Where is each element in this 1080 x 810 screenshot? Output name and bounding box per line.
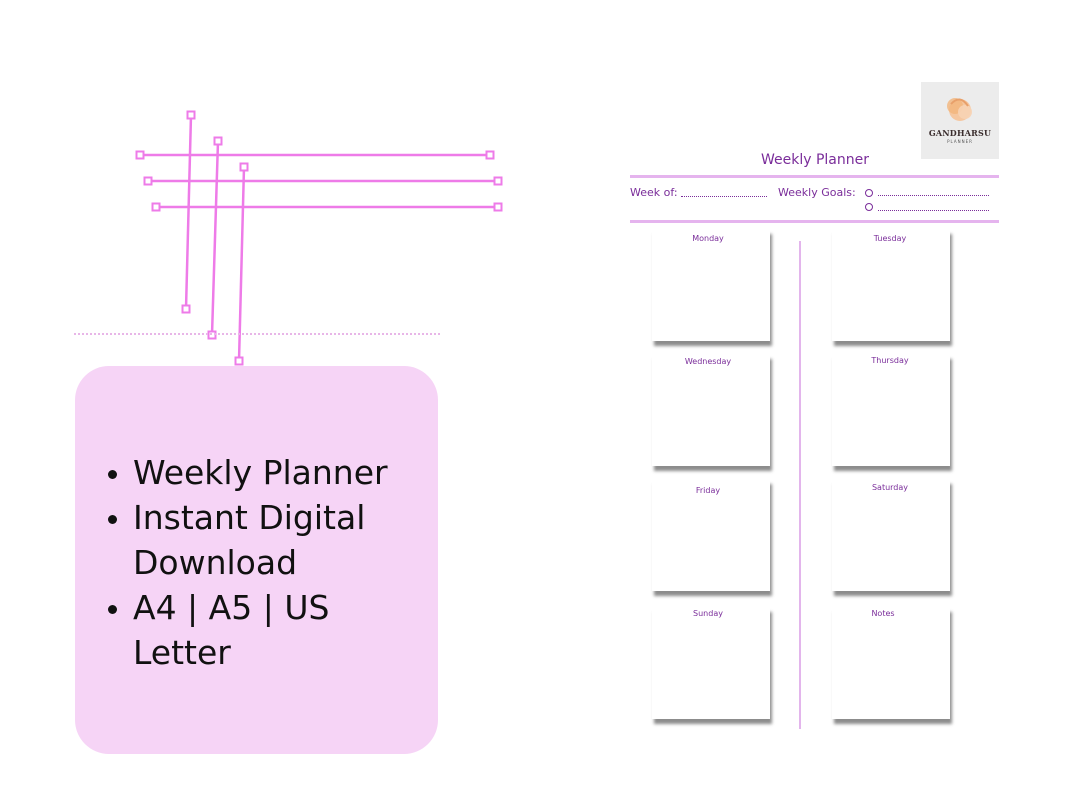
day-box-tuesday [832,229,950,341]
logo-subtext: PLANNER [947,139,973,144]
day-box-monday [652,229,770,341]
day-box-friday [652,479,770,591]
day-label-friday: Friday [695,486,721,495]
planner-title: Weekly Planner [760,152,869,168]
goal-circle-icon [865,203,873,211]
weekly-goals-label: Weekly Goals: [778,186,856,199]
day-box-sunday [652,607,770,719]
logo-mark-icon [947,98,972,121]
header-band-top [630,175,999,178]
day-label-tuesday: Tuesday [873,234,907,243]
goal-line-1 [878,195,989,196]
dotted-divider [74,333,440,335]
day-box-wednesday [652,354,770,466]
week-of-line [681,196,767,197]
day-label-monday: Monday [692,234,724,243]
day-label-sunday: Sunday [693,609,723,618]
feature-list: Weekly Planner Instant Digital Download … [75,450,403,675]
goal-circle-icon [865,189,873,197]
brand-logo: GANDHARSU PLANNER [921,82,999,159]
feature-item-sizes: A4 | A5 | US Letter [133,585,403,675]
notes-box [832,607,950,719]
week-of-label: Week of: [630,186,678,199]
promo-card: Weekly Planner Instant Digital Download … [75,366,438,754]
day-label-notes: Notes [871,609,895,618]
feature-item-instant-download: Instant Digital Download [133,495,403,585]
resize-handle-icon [135,110,503,366]
header-band-bottom [630,220,999,223]
center-divider [799,241,801,729]
day-label-wednesday: Wednesday [684,357,732,366]
goal-line-2 [878,210,989,211]
guide-lines-graphic [135,110,503,366]
feature-item-weekly-planner: Weekly Planner [133,450,403,495]
day-label-thursday: Thursday [871,356,909,365]
day-box-thursday [832,354,950,466]
logo-text: GANDHARSU [928,128,992,138]
day-label-saturday: Saturday [871,483,909,492]
day-box-saturday [832,479,950,591]
